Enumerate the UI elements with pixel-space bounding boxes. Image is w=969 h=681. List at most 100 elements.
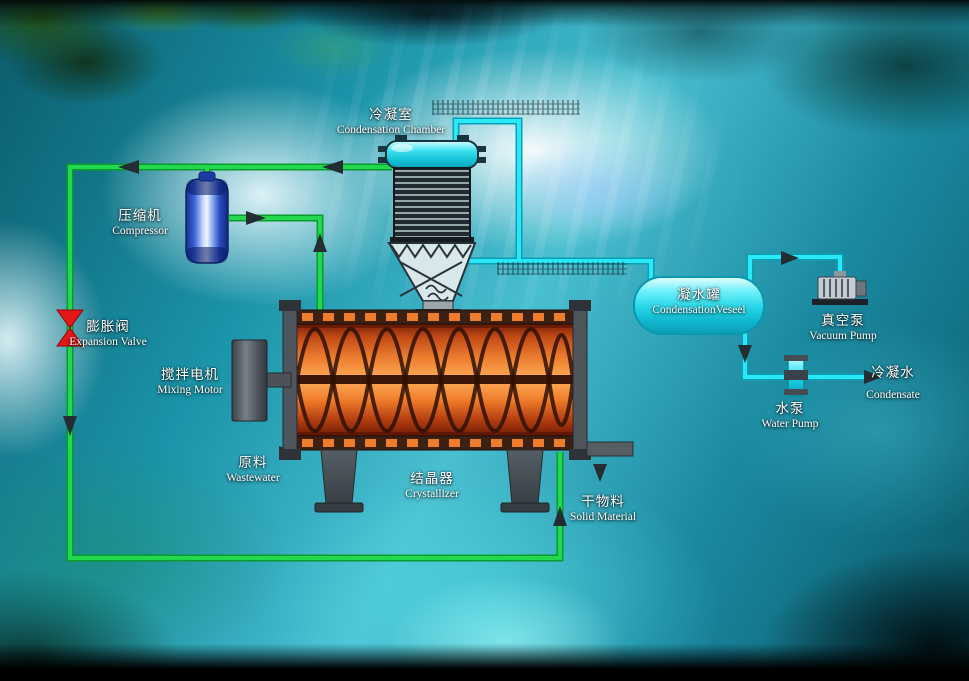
crystallizer-top-rail [296,309,574,325]
label-water-pump: 水泵 Water Pump [762,397,819,430]
vacuum-pump-ribs [823,279,849,297]
mixing-motor-label-zh: 搅拌电机 [161,367,219,382]
arrow-right-icon [246,211,266,225]
mixing-motor-label-en: Mixing Motor [157,384,223,396]
wastewater-label-en: Wastewater [226,472,280,484]
arrow-up-icon [313,233,327,252]
chamber-flange [477,157,486,163]
label-mixing-motor: 搅拌电机 Mixing Motor [157,363,223,396]
arrow-left-icon [118,160,139,174]
solid-material-label-zh: 干物料 [581,494,625,509]
steam-icon [425,284,447,294]
steam-icon [427,292,449,302]
compressor-label-en: Compressor [112,225,168,237]
label-crystallizer: 结晶器 Crystallizer [405,467,459,500]
corner-bracket [279,449,301,460]
arrow-down-icon [738,345,752,363]
compressor-bottom-band [186,247,228,263]
corner-bracket [569,449,591,460]
vacuum-pump-icon [812,271,868,305]
vacuum-pump-label-zh: 真空泵 [821,313,865,328]
vacuum-pump-label-en: Vacuum Pump [809,330,877,342]
water-pump-label-en: Water Pump [761,418,819,430]
valve-bottom-triangle [56,327,84,347]
wastewater-label-zh: 原料 [238,455,268,470]
condensation-chamber-label-en: Condensation Chamber [336,124,446,136]
crystallizer-foot [314,502,364,513]
expansion-valve-label-en: Expansion Valve [69,336,147,348]
water-pump-label-zh: 水泵 [775,401,805,416]
crystallizer-right-plate [572,303,588,457]
expansion-valve-label-zh: 膨胀阀 [86,319,130,334]
label-compressor: 压缩机 Compressor [112,204,168,237]
arrow-left-icon [322,160,343,174]
pipe-compressor-discharge [229,216,322,310]
water-pump-flange [784,389,808,395]
compressor-port [198,171,216,182]
pipe-chamber-to-vessel [454,119,653,281]
dither-artifact [497,262,627,275]
compressor-top-band [186,179,228,195]
chamber-cap-glare [391,144,413,152]
arrow-right-icon [781,251,799,265]
vacuum-pump-motor [855,280,867,297]
auger-screws [297,327,573,433]
chamber-brace [399,261,463,297]
chamber-zigzag [390,243,472,259]
crystallizer-label-en: Crystallizer [405,488,459,500]
condensation-chamber-icon [378,135,486,315]
vacuum-pump-port [834,271,846,278]
label-condensation-vessel: 凝水罐 CondensationVeseel [652,283,745,316]
condensation-vessel-label-zh: 凝水罐 [677,287,721,302]
arrow-down-icon [63,416,77,436]
valve-top-triangle [56,309,84,329]
auger-shaft [297,375,573,384]
compressor-label-zh: 压缩机 [118,208,162,223]
label-condensation-chamber: 冷凝室 Condensation Chamber [337,103,445,136]
condensate-label-zh: 冷凝水 [871,365,915,380]
mixing-motor-icon [231,339,292,422]
condensation-vessel-icon [633,276,765,335]
dither-artifact [432,100,580,115]
crystallizer-leg [320,449,358,505]
compressor-icon [185,171,229,264]
vacuum-pump-base [812,299,868,305]
crystallizer-body-edge [297,324,573,328]
flow-arrows [63,160,882,526]
crystallizer-leg [506,449,544,505]
arrow-down-icon [593,464,607,482]
condensate-label-en: Condensate [866,389,920,401]
arrow-right-icon [864,370,882,384]
label-expansion-valve: 膨胀阀 Expansion Valve [69,315,146,348]
chamber-flange [378,146,387,152]
water-pump-band [784,370,808,380]
crystallizer-bottom-rail [296,435,574,451]
arrow-up-icon [553,506,567,526]
pipe-vessel-drain [743,332,786,379]
motor-body [231,339,268,422]
chamber-lug [457,135,469,142]
crystallizer-label-zh: 结晶器 [410,471,454,486]
crystallizer-icon [279,300,634,513]
chamber-flange [477,146,486,152]
corner-bracket [569,300,591,311]
corner-bracket [279,300,301,311]
solid-outlet-stub [586,441,634,457]
label-solid-material-outlet: 干物料 Solid Material [570,490,636,523]
expansion-valve-icon [56,309,84,347]
label-vacuum-pump: 真空泵 Vacuum Pump [809,309,876,342]
crystallizer-foot [500,502,550,513]
condensation-vessel-label-en: CondensationVeseel [652,304,746,316]
chamber-base-plate [390,237,474,243]
water-pump-flange [784,355,808,361]
condensation-chamber-label-zh: 冷凝室 [369,107,413,122]
chamber-flange [378,157,387,163]
crystallizer-body-edge [297,432,573,436]
auger-helix-path [297,327,573,433]
solid-material-label-en: Solid Material [569,511,637,523]
water-pump-icon [784,355,808,397]
label-wastewater-inlet: 原料 Wastewater [226,451,279,484]
chamber-fin-block [393,167,471,239]
